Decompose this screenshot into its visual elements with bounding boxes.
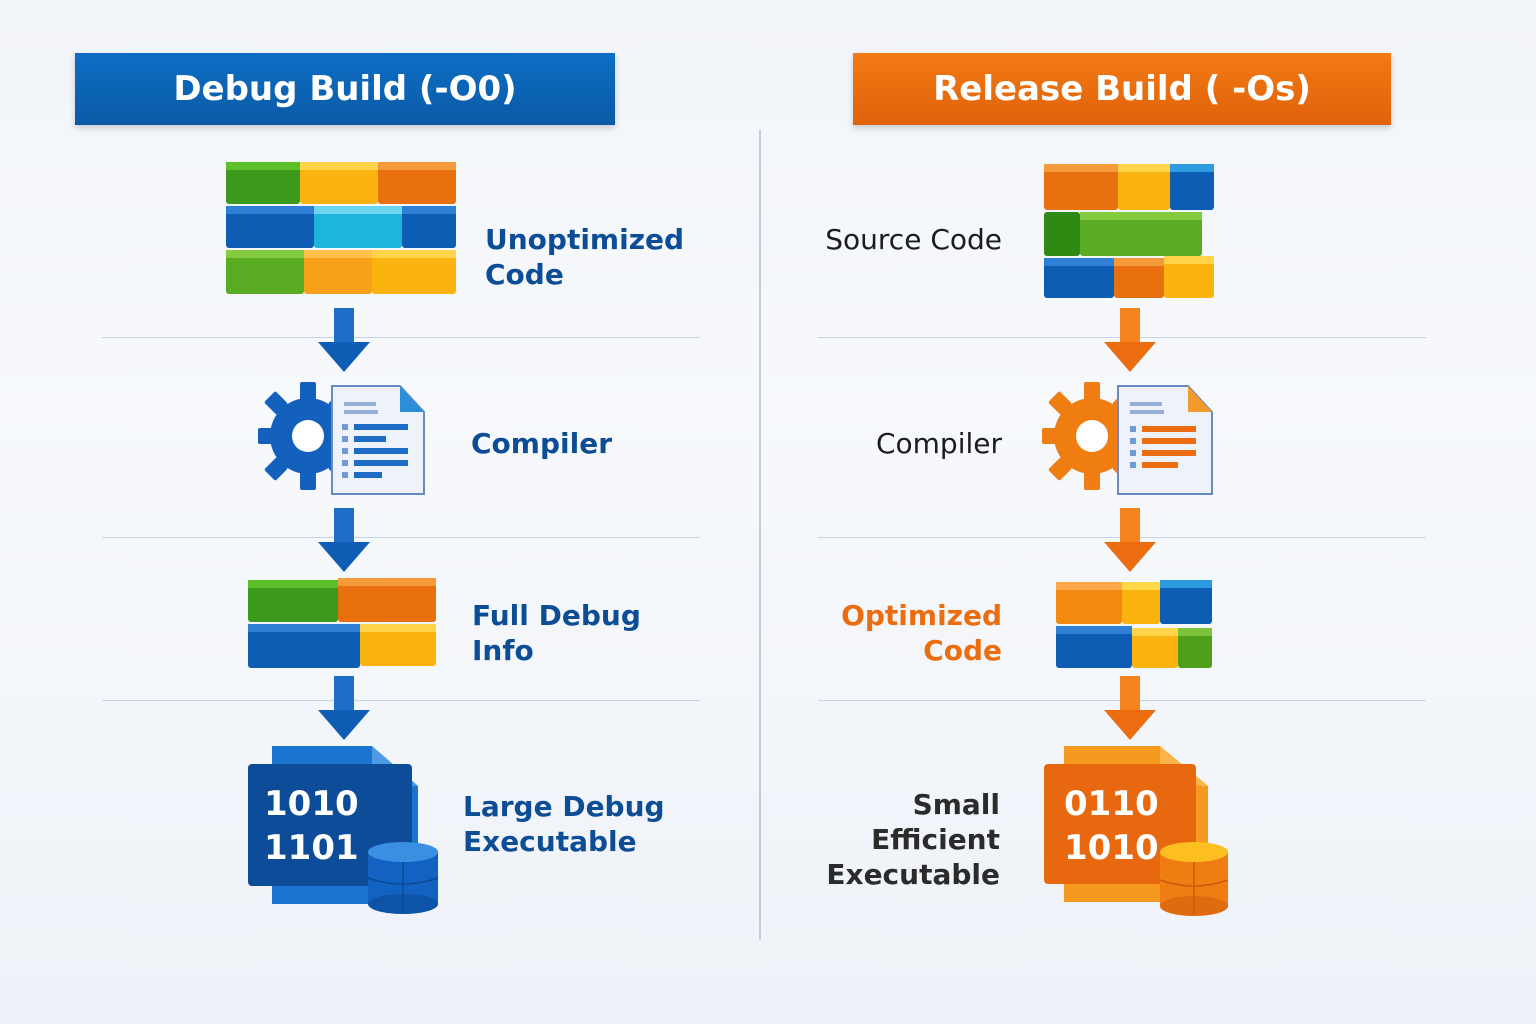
label-line: Code	[485, 258, 564, 291]
down-arrow-icon	[1104, 308, 1156, 372]
down-arrow-icon	[318, 676, 370, 740]
release-build-header: Release Build ( -Os)	[853, 53, 1391, 125]
label-line: Compiler	[875, 427, 1002, 460]
debug-binary-text: 1010 1101	[264, 782, 359, 870]
label-line: Efficient	[871, 823, 1000, 856]
debug-separator-3	[102, 700, 700, 701]
debug-separator-1	[102, 337, 700, 338]
label-line: Optimized	[841, 599, 1002, 632]
down-arrow-icon	[318, 508, 370, 572]
source-code-blocks-icon	[1044, 164, 1214, 298]
label-line: Executable	[463, 825, 637, 858]
database-icon	[367, 842, 439, 914]
debug-step2-label: Compiler	[471, 426, 612, 461]
label-line: Large Debug	[463, 790, 665, 823]
label-line: Full Debug	[472, 599, 641, 632]
label-line: Compiler	[471, 427, 612, 460]
label-line: Small	[912, 788, 1000, 821]
debug-step3-label: Full Debug Info	[472, 598, 641, 668]
large-executable-file-icon	[248, 746, 439, 914]
debug-step1-label: Unoptimized Code	[485, 222, 684, 292]
unoptimized-code-blocks-icon	[226, 162, 456, 294]
label-line: Executable	[826, 858, 1000, 891]
label-line: Code	[923, 634, 1002, 667]
down-arrow-icon	[318, 308, 370, 372]
label-line: Source Code	[825, 223, 1002, 256]
binary-line: 1010	[264, 784, 359, 824]
label-line: Unoptimized	[485, 223, 685, 256]
debug-step4-label: Large Debug Executable	[463, 789, 665, 859]
debug-separator-2	[102, 537, 700, 538]
full-debug-info-blocks-icon	[248, 578, 436, 668]
release-step1-label: Source Code	[800, 222, 1002, 257]
debug-build-header: Debug Build (-O0)	[75, 53, 615, 125]
compiler-gear-document-icon	[1042, 382, 1213, 495]
release-step3-label: Optimized Code	[800, 598, 1002, 668]
binary-line: 1010	[1064, 828, 1159, 868]
binary-line: 1101	[264, 828, 359, 868]
release-binary-text: 0110 1010	[1064, 782, 1159, 870]
label-line: Info	[472, 634, 534, 667]
down-arrow-icon	[1104, 676, 1156, 740]
down-arrow-icon	[1104, 508, 1156, 572]
small-executable-file-icon	[1044, 746, 1229, 916]
compiler-gear-document-icon	[258, 382, 425, 495]
release-step4-label: Small Efficient Executable	[780, 787, 1000, 892]
release-step2-label: Compiler	[800, 426, 1002, 461]
column-divider	[759, 130, 761, 940]
database-icon	[1159, 842, 1229, 916]
optimized-code-blocks-icon	[1056, 580, 1212, 668]
binary-line: 0110	[1064, 784, 1159, 824]
